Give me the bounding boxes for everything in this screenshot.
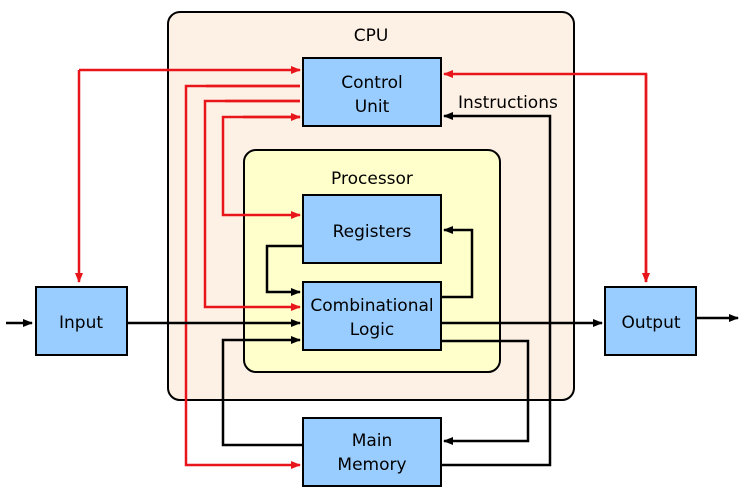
input-label: Input: [59, 313, 103, 333]
data-line-memory-logic: [221, 336, 302, 447]
control-unit-label-line2: Unit: [355, 97, 390, 117]
main-memory-block: Main Memory: [302, 417, 442, 487]
control-unit-block: Control Unit: [302, 57, 442, 127]
registers-label: Registers: [333, 222, 412, 242]
main-memory-label-line2: Memory: [337, 455, 406, 475]
control-line-arrow-ends: [206, 84, 300, 117]
data-line-logic-memory: [442, 339, 530, 445]
instructions-label: Instructions: [458, 93, 558, 113]
input-box: [35, 286, 128, 356]
combinational-logic-label-line1: Combinational: [310, 296, 433, 316]
main-memory-label-line1: Main: [352, 431, 393, 451]
data-lines: [6, 112, 739, 467]
data-line-logic-registers: [442, 226, 474, 299]
input-block: Input: [35, 286, 128, 356]
processor-label: Processor: [331, 169, 413, 189]
combinational-logic-label-line2: Logic: [350, 320, 394, 340]
data-line-instructions: [442, 112, 552, 467]
cpu-label: CPU: [354, 26, 389, 46]
output-block: Output: [604, 286, 697, 356]
output-label: Output: [621, 313, 680, 333]
output-box: [604, 286, 697, 356]
data-line-registers-logic: [265, 244, 302, 296]
main-memory-box: [302, 417, 442, 487]
combinational-logic-box: [302, 281, 442, 351]
registers-block: Registers: [302, 194, 442, 264]
combinational-logic-block: Combinational Logic: [302, 281, 442, 351]
control-unit-label-line1: Control: [341, 73, 402, 93]
control-unit-box: [302, 57, 442, 127]
control-signal-lines: [75, 66, 650, 469]
registers-box: [302, 194, 442, 264]
